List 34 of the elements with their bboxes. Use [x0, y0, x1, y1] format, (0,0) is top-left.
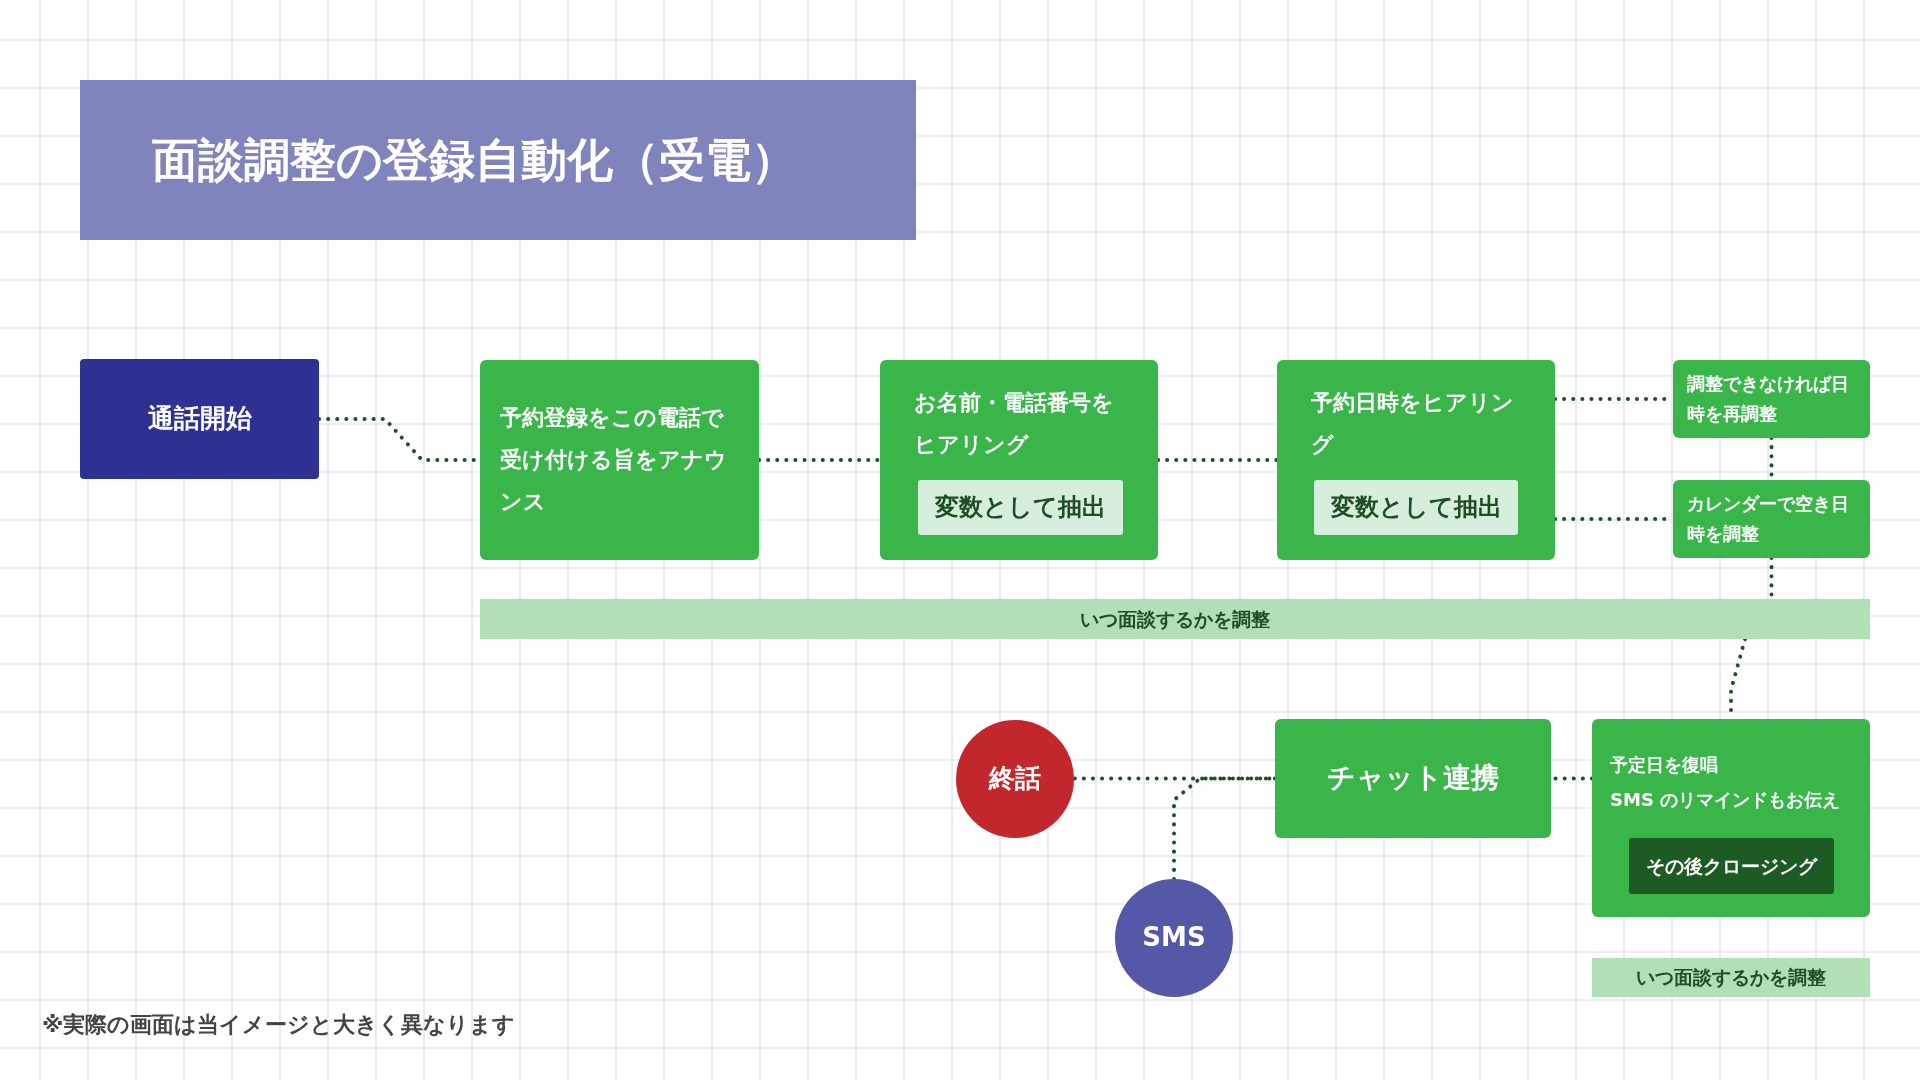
node-label: 調整できなければ日時を再調整	[1687, 372, 1850, 426]
node-label: 予定日を復唱	[1610, 753, 1719, 777]
node-label: カレンダーで空き日時を調整	[1687, 492, 1850, 546]
closing-tag	[1629, 838, 1834, 894]
node-label: その後クロージング	[1646, 853, 1817, 879]
process-box	[880, 360, 1158, 560]
footnote: ※実際の画面は当イメージと大きく異なります	[42, 1011, 516, 1039]
variable-tag	[1314, 480, 1518, 535]
phase-band	[1592, 958, 1870, 997]
node-label: いつ面談するかを調整	[1080, 606, 1270, 632]
process-box	[1275, 719, 1551, 838]
node-label: お名前・電話番号をヒアリング	[914, 389, 1115, 459]
node-label: 変数として抽出	[1330, 491, 1502, 523]
node-label: 予約登録をこの電話で受け付ける旨をアナウンス	[500, 404, 728, 516]
node-label: 予約日時をヒアリング	[1311, 389, 1515, 459]
process-box	[1673, 360, 1870, 438]
title: 面談調整の登録自動化（受電）	[152, 132, 797, 189]
dotted-connector	[1156, 458, 1279, 462]
process-box	[1592, 719, 1870, 917]
phase-band	[480, 599, 1870, 639]
start-box	[80, 359, 319, 479]
node-label: SMS のリマインドもお伝え	[1610, 788, 1842, 812]
process-box	[1277, 360, 1555, 560]
node-label: チャット連携	[1327, 760, 1499, 797]
process-box	[1673, 480, 1870, 558]
process-box	[480, 360, 759, 560]
node-label: SMS	[1142, 921, 1206, 955]
dotted-connector	[1072, 776, 1277, 781]
node-label: いつ面談するかを調整	[1636, 965, 1826, 990]
dotted-connector	[757, 458, 882, 462]
node-label: 通話開始	[147, 402, 252, 436]
variable-tag	[918, 480, 1123, 535]
node-label: 変数として抽出	[935, 491, 1106, 523]
node-label: 終話	[989, 762, 1041, 796]
